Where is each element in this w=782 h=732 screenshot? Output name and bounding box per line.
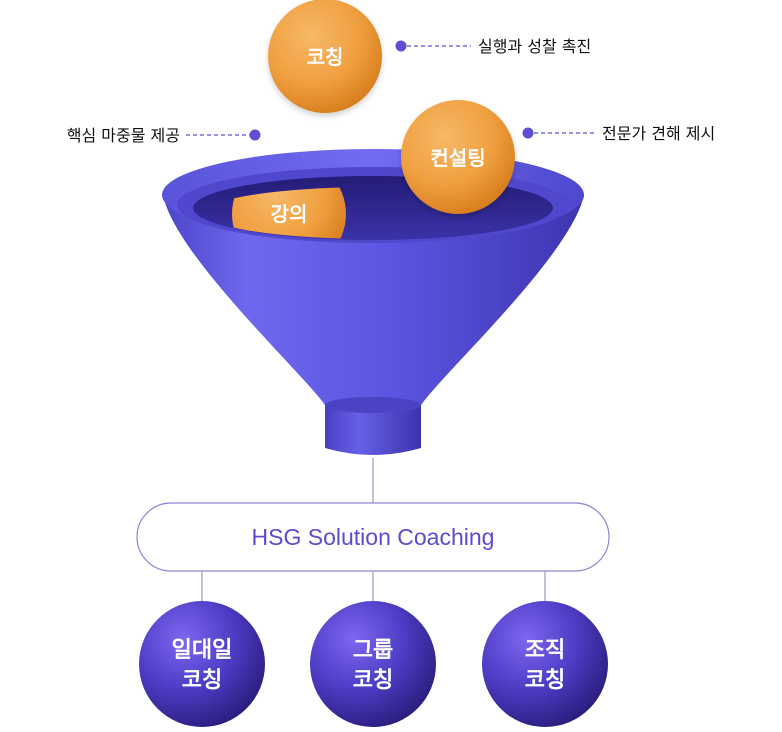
callout-consulting-text: 전문가 견해 제시 (602, 124, 715, 143)
outcome-one-on-one: 일대일 코칭 (139, 601, 265, 727)
outcome-line1: 조직 (525, 638, 565, 663)
callout-lecture: 핵심 마중물 제공 (67, 126, 261, 145)
connector-dot (249, 129, 261, 141)
coaching-ball-label: 코칭 (307, 45, 344, 69)
outcome-line2: 코칭 (525, 668, 565, 693)
outcome-line1: 그룹 (353, 638, 393, 663)
outcome-organization: 조직 코칭 (482, 601, 608, 727)
callout-lecture-text: 핵심 마중물 제공 (67, 126, 180, 145)
consulting-ball (401, 100, 515, 214)
callout-coaching: 실행과 성찰 촉진 (395, 37, 591, 56)
outcome-group: 그룹 코칭 (310, 601, 436, 727)
consulting-ball-label: 컨설팅 (430, 146, 485, 170)
connector-dot (522, 127, 534, 139)
solution-pill-label: HSG Solution Coaching (252, 524, 495, 550)
funnel-cone (163, 195, 584, 405)
callout-consulting: 전문가 견해 제시 (522, 124, 715, 143)
outcome-line2: 코칭 (353, 668, 393, 693)
solution-pill: HSG Solution Coaching (136, 502, 610, 572)
funnel-spout (325, 405, 421, 455)
coaching-ball (268, 0, 382, 113)
lecture-ball-label: 강의 (271, 202, 308, 226)
lecture-ball (232, 187, 346, 239)
funnel (162, 149, 584, 455)
connector-dot (395, 40, 407, 52)
outcome-line2: 코칭 (182, 668, 222, 693)
outcome-line1: 일대일 (172, 638, 233, 663)
callout-coaching-text: 실행과 성찰 촉진 (478, 37, 591, 56)
